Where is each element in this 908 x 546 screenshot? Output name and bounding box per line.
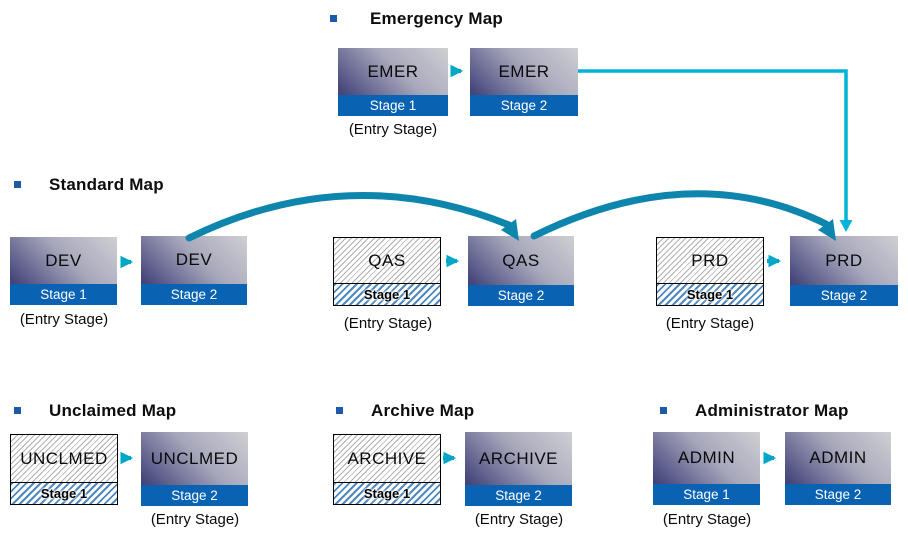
section-title-unclaimed-map: Unclaimed Map — [49, 401, 177, 420]
entry-stage-label-prd: (Entry Stage) — [665, 315, 755, 332]
stage-bar-label: Stage 2 — [468, 285, 574, 306]
stage-box-label: DEV — [175, 250, 213, 269]
entry-stage-label-admin: (Entry Stage) — [662, 511, 752, 528]
stage-box-prd-stage1-hatched: PRD Stage 1 — [656, 237, 764, 306]
stage-strip-label: Stage 1 — [657, 283, 763, 305]
arc-connector-dev-to-qas — [185, 192, 513, 242]
section-title-emergency-map: Emergency Map — [370, 9, 503, 28]
elbow-arrowhead-icon — [839, 220, 853, 232]
bullet-icon — [336, 407, 343, 414]
stage-bar-label: Stage 2 — [465, 485, 572, 506]
stage-box-dev-stage2: DEV Stage 2 — [141, 236, 247, 305]
stage-bar-label: Stage 1 — [653, 484, 760, 505]
bullet-icon — [14, 407, 21, 414]
stage-box-qas-stage1-hatched: QAS Stage 1 — [333, 237, 441, 306]
stage-box-label: UNCLMED — [150, 448, 239, 468]
stage-box-label: DEV — [45, 250, 82, 270]
stage-box-dev-stage1: DEV Stage 1 — [10, 237, 117, 305]
stage-box-unclmed-stage2: UNCLMED Stage 2 — [141, 432, 248, 506]
stage-strip-label: Stage 1 — [334, 482, 440, 504]
stage-box-emer-stage2: EMER Stage 2 — [470, 48, 578, 116]
arc-connector-qas-to-prd — [530, 190, 830, 240]
stage-bar-label: Stage 2 — [785, 484, 891, 505]
bullet-icon — [330, 15, 337, 22]
stage-box-prd-stage2: PRD Stage 2 — [790, 236, 898, 306]
entry-stage-label-emer: (Entry Stage) — [348, 121, 438, 138]
section-title-administrator-map: Administrator Map — [695, 401, 849, 420]
stage-box-label: EMER — [367, 61, 419, 81]
section-title-standard-map: Standard Map — [49, 175, 164, 194]
stage-box-admin-stage1: ADMIN Stage 1 — [653, 432, 760, 505]
bullet-icon — [14, 181, 21, 188]
stage-box-archive-stage1-hatched: ARCHIVE Stage 1 — [333, 434, 441, 505]
stage-box-label: ARCHIVE — [334, 435, 440, 483]
stage-box-label: PRD — [825, 250, 863, 270]
stage-box-label: QAS — [334, 238, 440, 284]
stage-box-label: ADMIN — [809, 448, 867, 467]
stage-box-emer-stage1: EMER Stage 1 — [338, 48, 448, 116]
stage-bar-label: Stage 1 — [10, 284, 117, 305]
stage-strip-label: Stage 1 — [334, 283, 440, 305]
stage-box-label: ADMIN — [677, 448, 736, 467]
stage-bar-label: Stage 1 — [338, 95, 448, 116]
stage-box-label: QAS — [502, 250, 540, 270]
entry-stage-label-archive: (Entry Stage) — [474, 511, 564, 528]
entry-stage-label-unclmed: (Entry Stage) — [150, 511, 240, 528]
entry-stage-label-qas: (Entry Stage) — [343, 315, 433, 332]
bullet-icon — [660, 407, 667, 414]
elbow-connector-emer-to-prd — [578, 69, 848, 221]
entry-stage-label-dev: (Entry Stage) — [19, 311, 109, 328]
section-title-archive-map: Archive Map — [371, 401, 475, 420]
stage-box-label: PRD — [657, 238, 763, 284]
stage-bar-label: Stage 2 — [141, 485, 248, 506]
stage-box-qas-stage2: QAS Stage 2 — [468, 236, 574, 306]
stage-box-label: UNCLMED — [11, 435, 117, 483]
stage-box-archive-stage2: ARCHIVE Stage 2 — [465, 432, 572, 506]
stage-box-admin-stage2: ADMIN Stage 2 — [785, 432, 891, 505]
stage-box-label: EMER — [498, 61, 550, 81]
stage-bar-label: Stage 2 — [470, 95, 578, 116]
stage-box-label: ARCHIVE — [478, 448, 559, 468]
stage-strip-label: Stage 1 — [11, 482, 117, 504]
stage-bar-label: Stage 2 — [790, 285, 898, 306]
stage-bar-label: Stage 2 — [141, 284, 247, 305]
stage-box-unclmed-stage1-hatched: UNCLMED Stage 1 — [10, 434, 118, 505]
